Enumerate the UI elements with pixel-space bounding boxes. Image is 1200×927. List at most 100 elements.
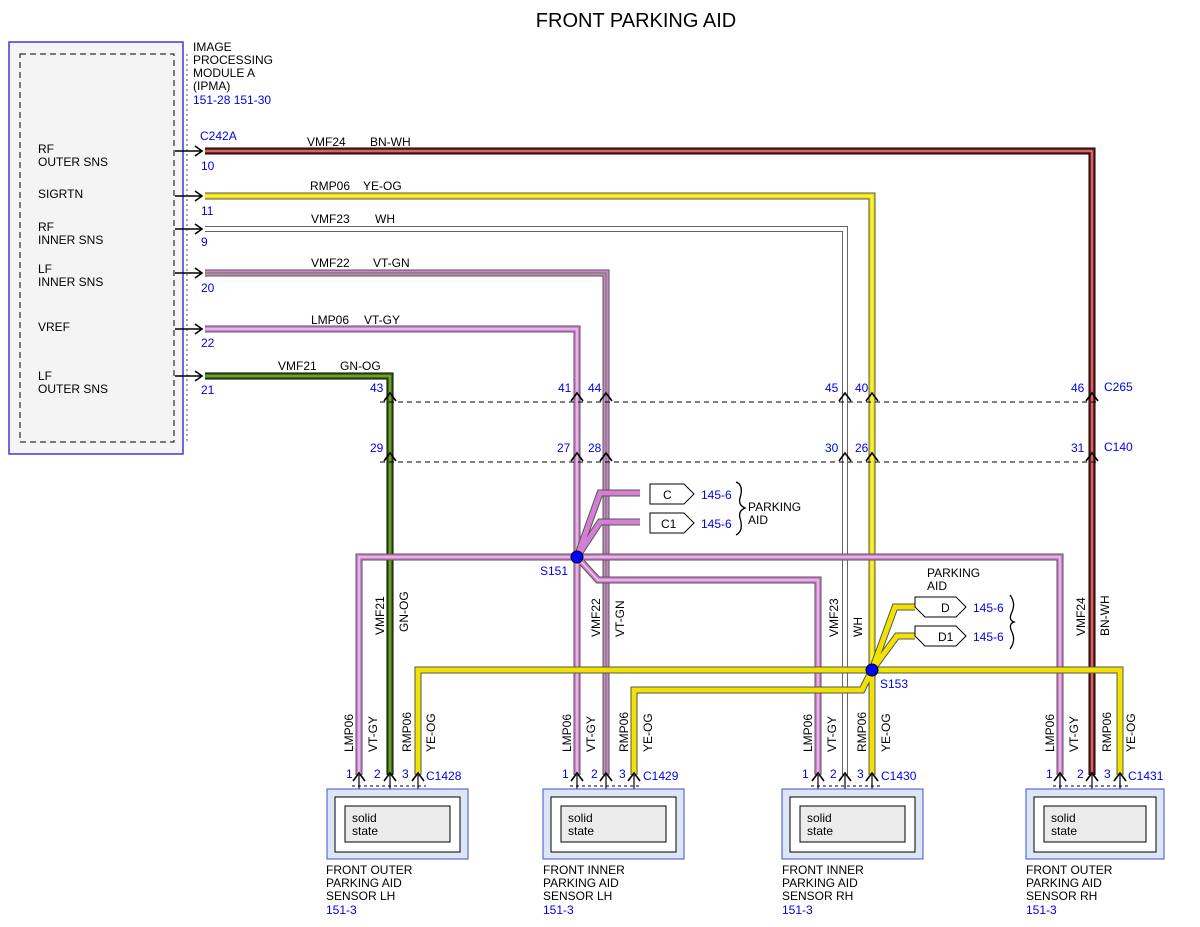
s1-name-1: FRONT OUTER [326, 863, 413, 877]
sensor-c1430: LMP06 VT-GY RMP06 YE-OG 1 2 3 C1430 soli… [781, 712, 924, 917]
wire-vmf21 [205, 372, 394, 775]
s2-wire-label-3: RMP06 [617, 712, 631, 752]
module-pin-11: 11 [201, 204, 214, 218]
pin-label-lf-outer-1: LF [38, 369, 52, 383]
c140-pin-27: 27 [557, 441, 571, 455]
s1-name-2: PARKING AID [326, 876, 402, 890]
wire-color-rmp06: YE-OG [363, 179, 402, 193]
ref-a-label-1: PARKING [748, 500, 801, 514]
vlabel-vmf23: VMF23 [827, 598, 841, 637]
s2-ref[interactable]: 151-3 [543, 903, 574, 917]
s3-wire-label-4: YE-OG [879, 713, 893, 752]
pin-label-sigrtn: SIGRTN [38, 187, 83, 201]
s4-wire-label-1: LMP06 [1043, 714, 1057, 752]
s3-inner-1: solid [807, 811, 832, 825]
s2-name-2: PARKING AID [543, 876, 619, 890]
c265-pin-43: 43 [370, 381, 384, 395]
ref-c-tag: C [663, 488, 672, 502]
pin-label-rf-outer-1: RF [38, 142, 54, 156]
pin-label-rf-inner-2: INNER SNS [38, 233, 103, 247]
ref-c-page[interactable]: 145-6 [701, 488, 732, 502]
module-pin-21: 21 [201, 383, 215, 397]
inline-connector-c140: 29 27 28 30 26 31 C140 [370, 440, 1133, 463]
s2-pin-2: 2 [591, 767, 598, 781]
c140-pin-26: 26 [855, 441, 869, 455]
ref-d1-page[interactable]: 145-6 [973, 630, 1004, 644]
s1-pin-1: 1 [346, 767, 353, 781]
ref-c1-page[interactable]: 145-6 [701, 517, 732, 531]
s2-connector: C1429 [643, 769, 679, 783]
s1-name-3: SENSOR LH [326, 889, 395, 903]
c265-label: C265 [1104, 380, 1133, 394]
s3-name-3: SENSOR RH [782, 889, 853, 903]
splice-s153-label: S153 [880, 677, 908, 691]
vlabel-bn-wh: BN-WH [1098, 595, 1112, 636]
c140-pin-31: 31 [1071, 441, 1085, 455]
s2-wire-label-1: LMP06 [560, 714, 574, 752]
sensor-c1428: LMP06 VT-GY RMP06 YE-OG 1 2 3 C1428 soli… [326, 712, 469, 917]
module-refs[interactable]: 151-28 151-30 [193, 93, 271, 107]
s1-ref[interactable]: 151-3 [326, 903, 357, 917]
s4-wire-label-2: VT-GY [1067, 716, 1081, 752]
wire-label-rmp06: RMP06 [310, 179, 350, 193]
s1-pin-3: 3 [402, 767, 409, 781]
s1-inner-1: solid [352, 811, 377, 825]
module-pin-22: 22 [201, 336, 215, 350]
s4-ref[interactable]: 151-3 [1026, 903, 1057, 917]
module-name-line-1: IMAGE [193, 40, 232, 54]
wire-color-vmf22: VT-GN [373, 256, 410, 270]
ref-b-label-1: PARKING [927, 566, 980, 580]
vlabel-wh: WH [851, 617, 865, 637]
s3-pin-2: 2 [830, 767, 837, 781]
s4-pin-2: 2 [1077, 767, 1084, 781]
c265-pin-45: 45 [825, 381, 839, 395]
ref-a-brace [735, 481, 747, 536]
vlabel-vmf22: VMF22 [589, 598, 603, 637]
s2-pin-3: 3 [619, 767, 626, 781]
module-pin-20: 20 [201, 281, 215, 295]
s2-wire-label-2: VT-GY [584, 716, 598, 752]
s4-connector: C1431 [1128, 769, 1164, 783]
wire-label-vmf21: VMF21 [278, 359, 317, 373]
s3-ref[interactable]: 151-3 [782, 903, 813, 917]
wire-color-vmf21: GN-OG [340, 359, 381, 373]
ref-c-box[interactable] [649, 483, 695, 505]
vlabel-gn-og: GN-OG [397, 591, 411, 632]
s2-name-1: FRONT INNER [543, 863, 625, 877]
ref-d-box[interactable] [914, 596, 967, 618]
ref-c1-tag: C1 [661, 517, 677, 531]
s4-pin-1: 1 [1046, 767, 1053, 781]
s1-wire-label-2: VT-GY [366, 716, 380, 752]
module-inner-border [19, 53, 175, 443]
module-name-line-3: MODULE A [193, 66, 255, 80]
ref-d1-box[interactable] [914, 625, 967, 647]
wire-color-vmf23: WH [375, 212, 395, 226]
ref-d-page[interactable]: 145-6 [973, 601, 1004, 615]
wire-vmf22 [205, 269, 610, 775]
module-name-line-2: PROCESSING [193, 53, 273, 67]
c140-pin-29: 29 [370, 441, 384, 455]
vlabel-vmf21: VMF21 [373, 596, 387, 635]
wire-lmp06 [205, 325, 581, 557]
s3-name-2: PARKING AID [782, 876, 858, 890]
wire-color-lmp06: VT-GY [364, 313, 400, 327]
s4-pin-3: 3 [1104, 767, 1111, 781]
sensor-c1431: LMP06 VT-GY RMP06 YE-OG 1 2 3 C1431 soli… [1025, 712, 1165, 917]
s4-name-1: FRONT OUTER [1026, 863, 1113, 877]
s151-branches [355, 489, 1064, 775]
diagram-title: FRONT PARKING AID [536, 10, 736, 32]
s3-connector: C1430 [881, 769, 917, 783]
module-pin-arrows [175, 145, 204, 382]
inline-connector-c265: 43 41 44 45 40 46 C265 [370, 380, 1133, 403]
ref-b-brace [1009, 594, 1017, 650]
ref-c1-box[interactable] [649, 512, 695, 534]
s3-wire-label-1: LMP06 [801, 714, 815, 752]
splice-s151-dot [570, 550, 584, 564]
wire-label-lmp06: LMP06 [311, 313, 349, 327]
reference-group-a: C 145-6 C1 145-6 PARKING AID [649, 481, 801, 536]
s1-pin-2: 2 [374, 767, 381, 781]
s4-name-3: SENSOR RH [1026, 889, 1097, 903]
s2-name-3: SENSOR LH [543, 889, 612, 903]
wire-label-vmf24: VMF24 [307, 135, 346, 149]
s3-inner-2: state [807, 824, 833, 838]
